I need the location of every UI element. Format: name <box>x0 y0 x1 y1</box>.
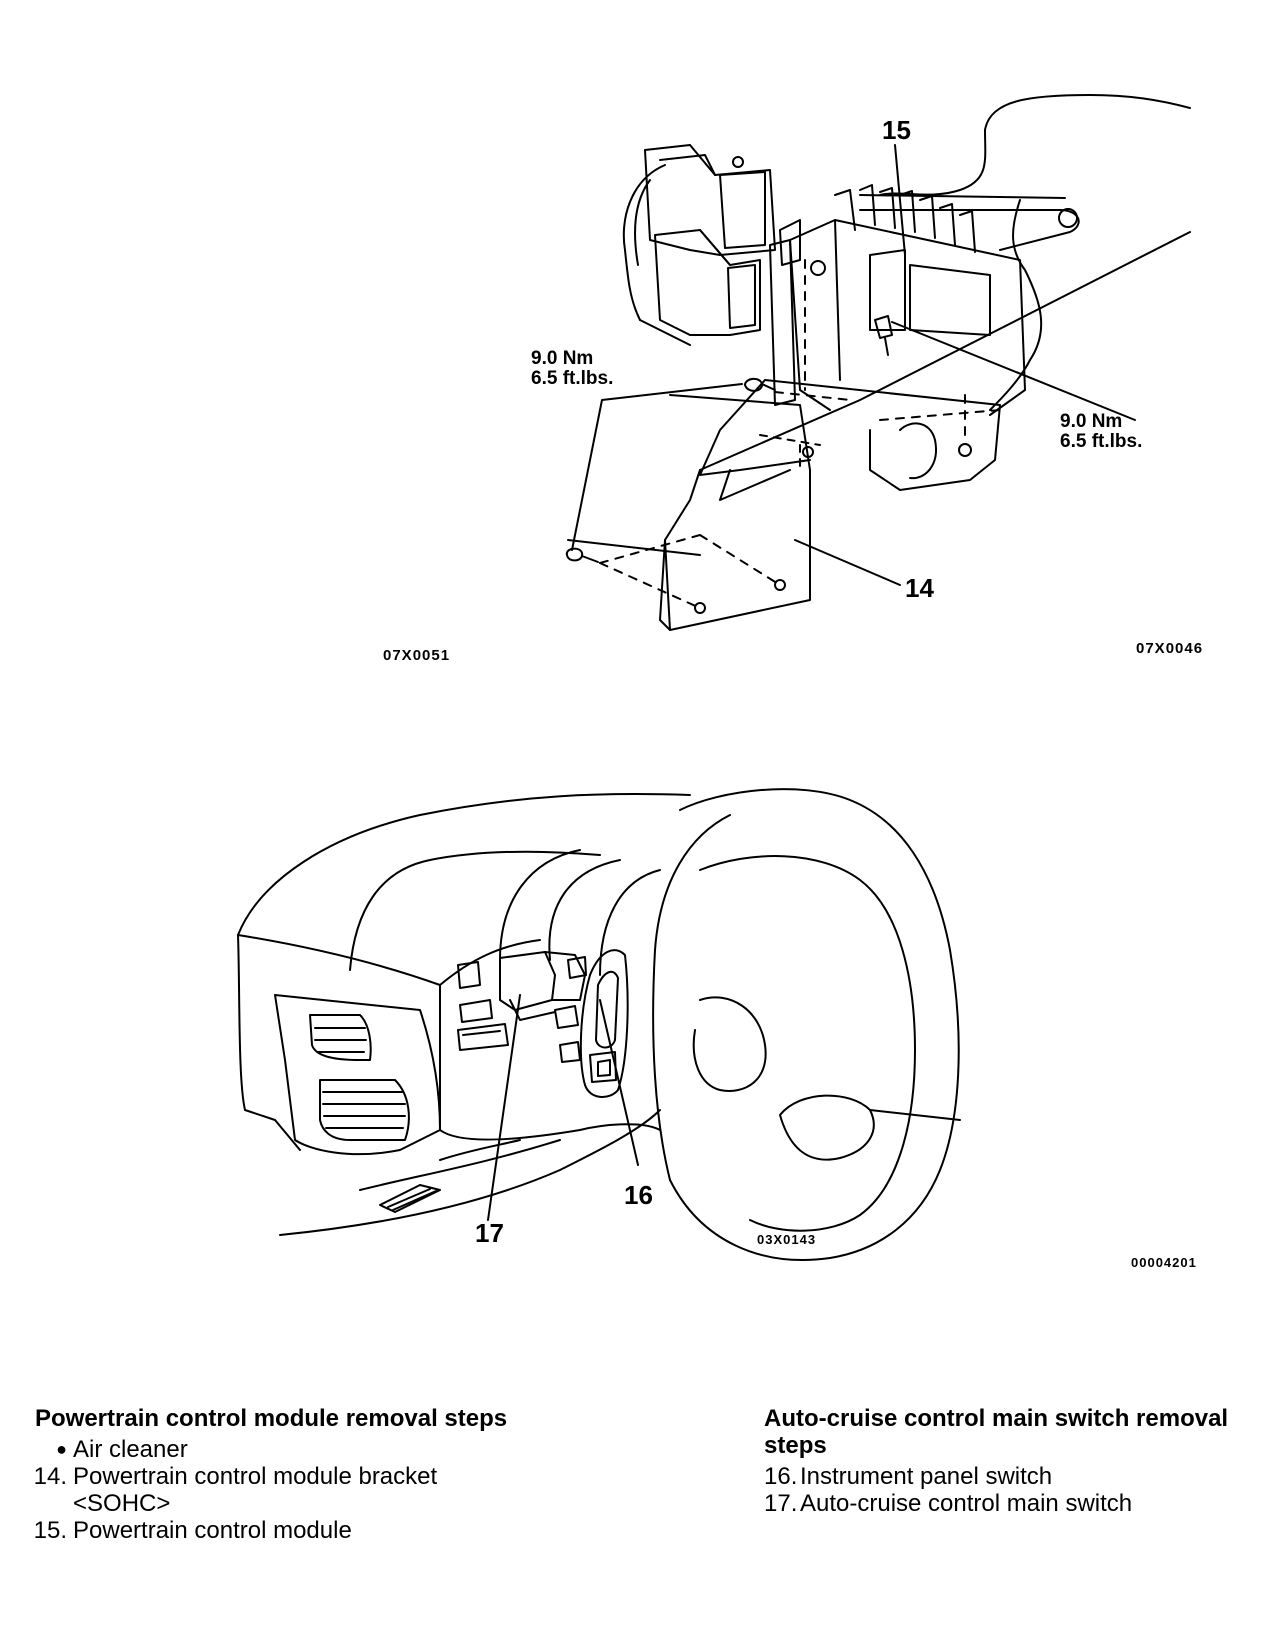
figure-code-03x0143: 03X0143 <box>757 1232 817 1247</box>
torque-right-ftlbs: 6.5 ft.lbs. <box>1060 431 1143 452</box>
pcm-removal-steps: Powertrain control module removal steps … <box>22 1405 542 1544</box>
list-item: 17. Auto-cruise control main switch <box>764 1490 1234 1517</box>
list-item: ● Air cleaner <box>22 1436 542 1463</box>
list-item-text: Air cleaner <box>73 1436 188 1463</box>
list-item-text: Powertrain control module <box>73 1517 352 1544</box>
callout-15: 15 <box>882 115 911 145</box>
list-item-text: Auto-cruise control main switch <box>800 1490 1133 1517</box>
torque-label-right: 9.0 Nm 6.5 ft.lbs. <box>1060 412 1142 452</box>
list-item: 16. Instrument panel switch <box>764 1463 1234 1490</box>
bullet-marker: ● <box>56 1439 67 1459</box>
figure-code-07x0046: 07X0046 <box>1136 640 1204 657</box>
pcm-bracket-illustration <box>565 94 1191 631</box>
list-item-number: 14. <box>33 1463 67 1490</box>
torque-label-left: 9.0 Nm 6.5 ft.lbs. <box>531 349 613 389</box>
list-item: 14. Powertrain control module bracket <S… <box>22 1463 542 1517</box>
figure-code-00004201: 00004201 <box>1131 1255 1197 1270</box>
list-item: 15. Powertrain control module <box>22 1517 542 1544</box>
auto-cruise-removal-steps: Auto-cruise control main switch removal … <box>764 1405 1234 1517</box>
callout-17: 17 <box>475 1218 504 1248</box>
torque-right-nm: 9.0 Nm <box>1060 411 1123 432</box>
pcm-removal-title: Powertrain control module removal steps <box>35 1405 508 1432</box>
dashboard-illustration <box>237 788 961 1261</box>
list-item-number: 15. <box>33 1517 67 1544</box>
list-item-text: Powertrain control module bracket <SOHC> <box>73 1463 438 1517</box>
torque-left-ftlbs: 6.5 ft.lbs. <box>531 368 614 389</box>
list-item-number: 17. <box>764 1490 798 1517</box>
list-item-text: Instrument panel switch <box>800 1463 1053 1490</box>
list-item-number: 16. <box>764 1463 798 1490</box>
torque-left-nm: 9.0 Nm <box>531 348 594 369</box>
callout-14: 14 <box>905 573 934 603</box>
auto-cruise-removal-title: Auto-cruise control main switch removal … <box>764 1405 1229 1459</box>
figure-code-07x0051: 07X0051 <box>383 647 451 664</box>
callout-16: 16 <box>624 1180 653 1210</box>
